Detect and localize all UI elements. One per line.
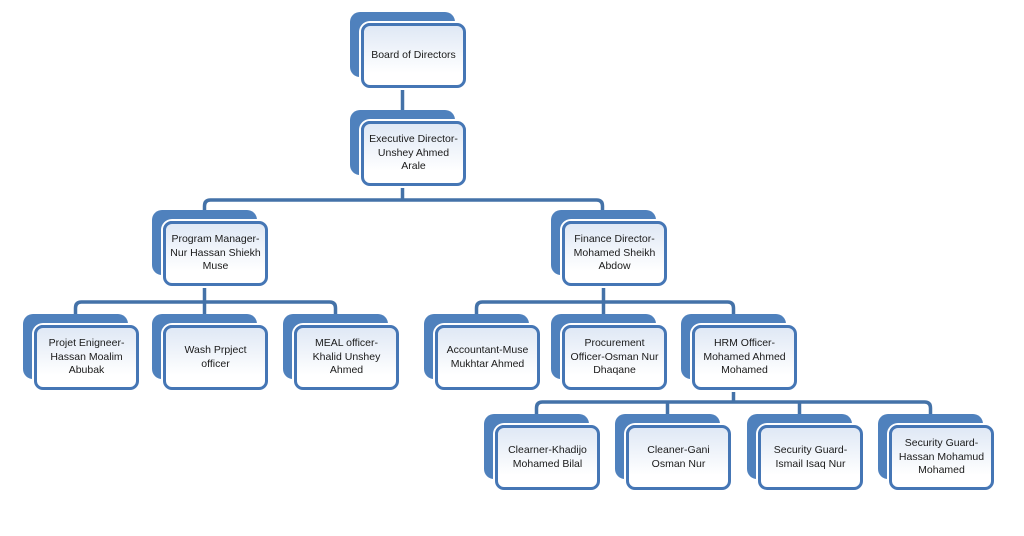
connector-program-children	[73, 282, 338, 320]
node-label: HRM Officer- Mohamed Ahmed Mohamed	[703, 337, 786, 377]
node-card: HRM Officer- Mohamed Ahmed Mohamed	[692, 325, 797, 390]
org-node-accountant[interactable]: Accountant-Muse Mukhtar Ahmed	[424, 314, 540, 390]
node-card: Cleaner-Gani Osman Nur	[626, 425, 731, 490]
org-node-security-guard-hassan[interactable]: Security Guard- Hassan Mohamud Mohamed	[878, 414, 994, 490]
org-node-program-manager[interactable]: Program Manager- Nur Hassan Shiekh Muse	[152, 210, 268, 286]
node-card: Clearner-Khadijo Mohamed Bilal	[495, 425, 600, 490]
node-label: Security Guard- Ismail Isaq Nur	[773, 443, 848, 470]
node-card: Wash Prpject officer	[163, 325, 268, 390]
node-card: Program Manager- Nur Hassan Shiekh Muse	[163, 221, 268, 286]
node-label: Finance Director- Mohamed Sheikh Abdow	[573, 233, 656, 273]
org-node-executive-director[interactable]: Executive Director- Unshey Ahmed Arale	[350, 110, 466, 186]
connector-finance-children	[474, 282, 736, 320]
org-node-cleaner-khadijo[interactable]: Clearner-Khadijo Mohamed Bilal	[484, 414, 600, 490]
node-card: MEAL officer- Khalid Unshey Ahmed	[294, 325, 399, 390]
node-label: Projet Enigneer- Hassan Moalim Abubak	[48, 337, 125, 377]
org-node-procurement-officer[interactable]: Procurement Officer-Osman Nur Dhaqane	[551, 314, 667, 390]
connector-hrm-children	[534, 386, 933, 420]
node-label: Program Manager- Nur Hassan Shiekh Muse	[170, 233, 261, 273]
org-node-meal-officer[interactable]: MEAL officer- Khalid Unshey Ahmed	[283, 314, 399, 390]
org-node-hrm-officer[interactable]: HRM Officer- Mohamed Ahmed Mohamed	[681, 314, 797, 390]
node-label: Accountant-Muse Mukhtar Ahmed	[446, 343, 529, 370]
node-label: Cleaner-Gani Osman Nur	[647, 443, 710, 470]
node-card: Security Guard- Hassan Mohamud Mohamed	[889, 425, 994, 490]
org-node-security-guard-ismail[interactable]: Security Guard- Ismail Isaq Nur	[747, 414, 863, 490]
node-card: Executive Director- Unshey Ahmed Arale	[361, 121, 466, 186]
node-label: Wash Prpject officer	[184, 343, 247, 370]
node-label: Security Guard- Hassan Mohamud Mohamed	[898, 437, 985, 477]
node-label: Clearner-Khadijo Mohamed Bilal	[508, 443, 587, 470]
org-node-finance-director[interactable]: Finance Director- Mohamed Sheikh Abdow	[551, 210, 667, 286]
node-label: MEAL officer- Khalid Unshey Ahmed	[312, 337, 381, 377]
org-node-board-of-directors[interactable]: Board of Directors	[350, 12, 466, 88]
org-node-projet-engineer[interactable]: Projet Enigneer- Hassan Moalim Abubak	[23, 314, 139, 390]
node-card: Accountant-Muse Mukhtar Ahmed	[435, 325, 540, 390]
node-label: Executive Director- Unshey Ahmed Arale	[369, 133, 458, 173]
node-card: Procurement Officer-Osman Nur Dhaqane	[562, 325, 667, 390]
node-card: Finance Director- Mohamed Sheikh Abdow	[562, 221, 667, 286]
node-label: Board of Directors	[371, 48, 456, 61]
org-node-cleaner-gani[interactable]: Cleaner-Gani Osman Nur	[615, 414, 731, 490]
org-node-wash-project-officer[interactable]: Wash Prpject officer	[152, 314, 268, 390]
node-card: Board of Directors	[361, 23, 466, 88]
node-card: Projet Enigneer- Hassan Moalim Abubak	[34, 325, 139, 390]
node-card: Security Guard- Ismail Isaq Nur	[758, 425, 863, 490]
node-label: Procurement Officer-Osman Nur Dhaqane	[570, 337, 659, 377]
